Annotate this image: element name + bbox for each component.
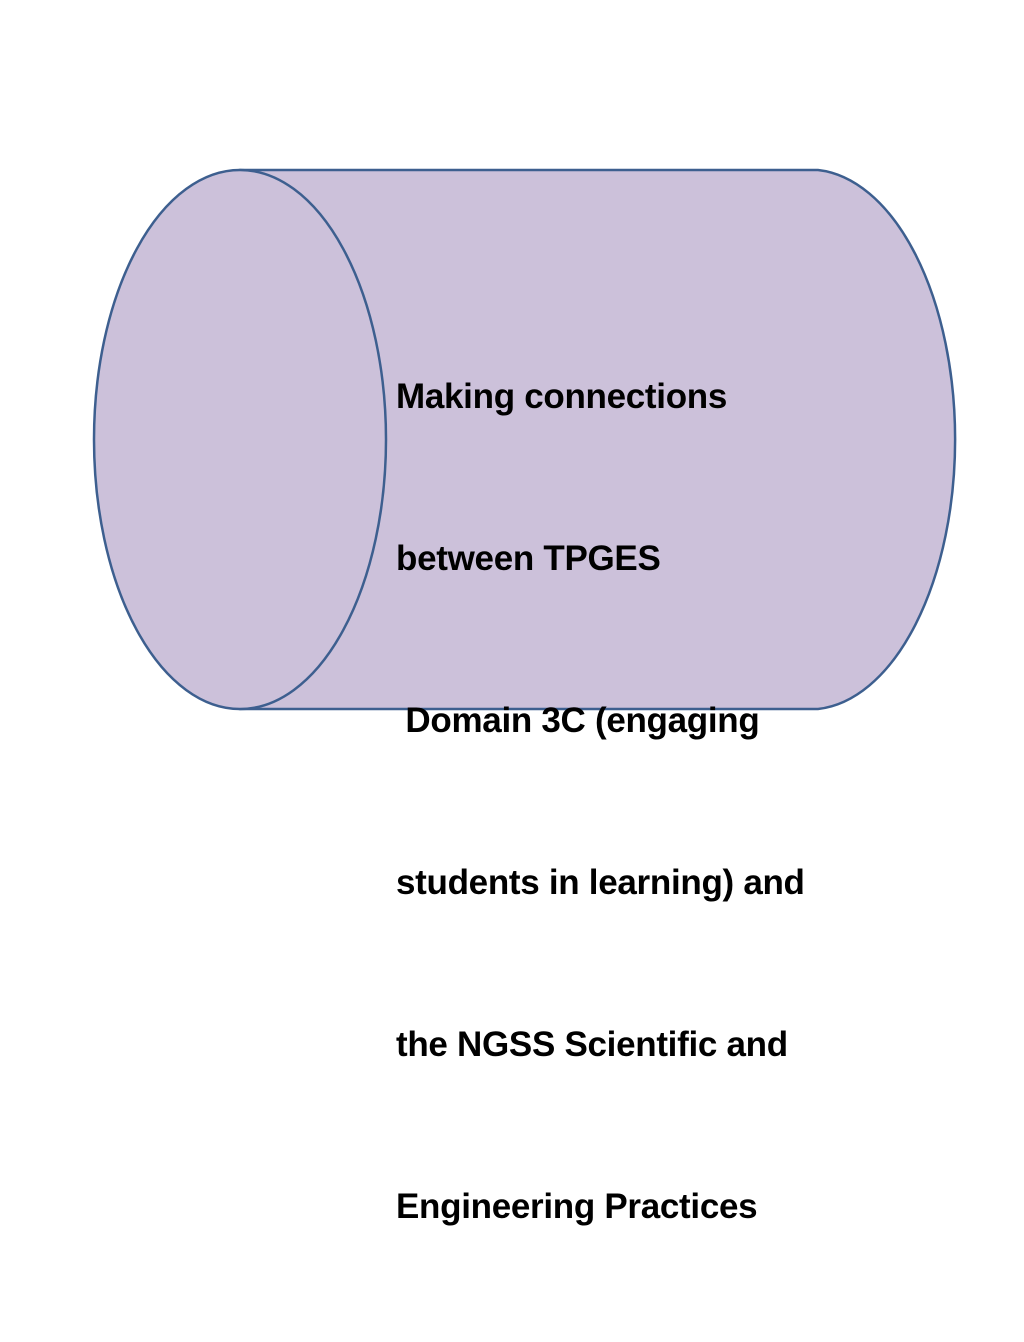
slide: Making connections between TPGES Domain …	[92, 168, 957, 1226]
text-line-3: Domain 3C (engaging	[396, 701, 760, 740]
cylinder-face	[92, 168, 388, 711]
text-line-1: Making connections	[396, 377, 728, 416]
cylinder-text: Making connections between TPGES Domain …	[396, 262, 896, 1342]
text-line-6: Engineering Practices	[396, 1187, 758, 1226]
text-line-2: between TPGES	[396, 539, 661, 578]
text-line-5: the NGSS Scientific and	[396, 1025, 788, 1064]
text-line-4: students in learning) and	[396, 863, 805, 902]
cylinder-shape	[92, 168, 957, 711]
